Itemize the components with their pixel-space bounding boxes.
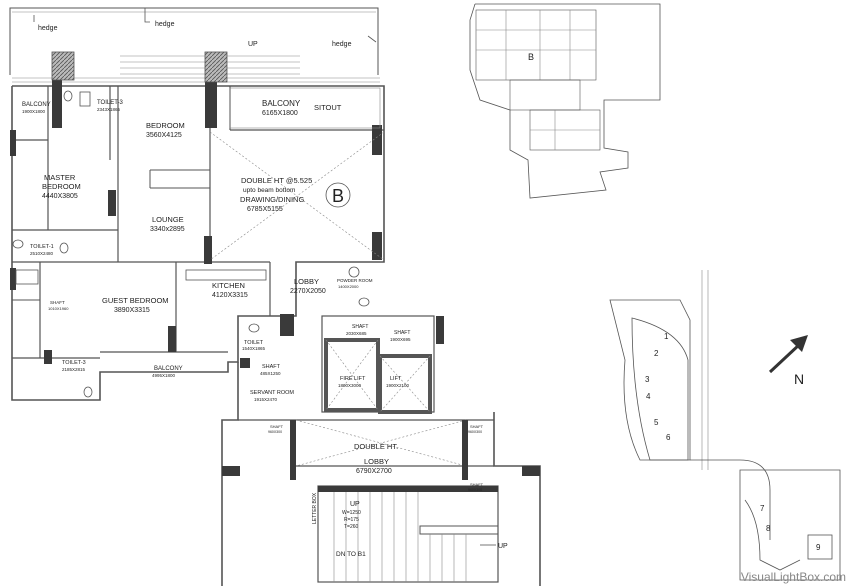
toilet3-bottom-dim: 2185X2815 (62, 367, 86, 372)
shaft-c-dim: 485X1250 (260, 371, 281, 376)
lobby-name: LOBBY (294, 277, 319, 286)
toilet1-name: TOILET-1 (30, 244, 54, 250)
shaft-c-name: SHAFT (262, 364, 281, 370)
letter-box-label: LETTER BOX (312, 492, 318, 524)
lift-dim: 1900X2100 (386, 383, 410, 388)
master-bedroom-name2: BEDROOM (42, 182, 81, 191)
balcony-top-name: BALCONY (262, 99, 301, 108)
double-ht-line3: DRAWING/DINING (240, 195, 304, 204)
key-plan-mark: B (528, 52, 534, 62)
site-num-5: 5 (654, 418, 659, 427)
servant-room-name: SERVANT ROOM (250, 390, 294, 396)
double-ht-lobby-line2: LOBBY (364, 457, 389, 466)
shaft-a-name: SHAFT (352, 324, 368, 330)
key-plan (469, 3, 661, 199)
site-plan (609, 270, 841, 581)
master-bedroom-dim: 4440X3805 (42, 193, 78, 200)
shaft-b-name: SHAFT (394, 330, 410, 336)
site-num-8: 8 (766, 524, 771, 533)
double-ht-line1: DOUBLE HT @5.525 (241, 176, 312, 185)
north-label: N (794, 371, 804, 387)
toilet3-bottom-name: TOILET-3 (62, 360, 86, 366)
bedroom-dim: 3560X4125 (146, 132, 182, 139)
balcony-bottom-name: BALCONY (154, 366, 183, 372)
unit-mark: B (332, 186, 344, 206)
shaft-small-left-name: SHAFT (270, 424, 284, 429)
double-ht-dim: 6785X5155 (247, 206, 283, 213)
site-num-7: 7 (760, 504, 765, 513)
stair (317, 485, 499, 583)
guest-bedroom-dim: 3890X3315 (114, 307, 150, 314)
balcony-top-dim: 6165X1800 (262, 110, 298, 117)
stair-t: T=260 (344, 524, 359, 530)
powder-room-name: POWDER ROOM (337, 278, 373, 283)
shaft-left-name: SHAFT (50, 300, 65, 305)
site-num-2: 2 (654, 349, 659, 358)
site-num-4: 4 (646, 392, 651, 401)
shaft-b-dim: 1900X695 (390, 337, 411, 342)
master-bedroom-name1: MASTER (44, 173, 76, 182)
toilet-small-dim: 1540X1865 (242, 346, 266, 351)
hedge-label-1: hedge (38, 25, 58, 32)
lounge-name: LOUNGE (152, 215, 184, 224)
sitout-name: SITOUT (314, 103, 342, 112)
watermark: VisualLightBox.com (740, 570, 846, 584)
core-block (321, 315, 435, 414)
toilet-small-name: TOILET (244, 340, 264, 346)
hedge-label-3: hedge (332, 41, 352, 48)
powder-room-dim: 1400X2000 (338, 284, 359, 289)
site-num-3: 3 (645, 375, 650, 384)
shaft-left-dim: 1010X1960 (48, 306, 69, 311)
balcony-left-name: BALCONY (22, 102, 51, 108)
double-ht-line2: upto beam bottom (243, 187, 295, 194)
shaft-small-left-dim: 960X300 (268, 430, 282, 434)
stair-up2: UP (498, 543, 508, 550)
toilet3-top-name: TOILET-3 (97, 100, 124, 106)
guest-bedroom-name: GUEST BEDROOM (102, 296, 169, 305)
toilet3-top-dim: 2343X1865 (97, 107, 121, 112)
fixtures (12, 90, 370, 398)
up-label-top: UP (248, 41, 258, 48)
lower-lobby (221, 316, 541, 586)
stair-w: W=1250 (342, 510, 361, 516)
hedge-label-2: hedge (155, 21, 175, 28)
shaft-a-dim: 2030X685 (346, 331, 367, 336)
balcony-bottom-dim: 4995X1800 (152, 373, 176, 378)
site-num-1: 1 (664, 332, 669, 341)
servant-room-dim: 1915X2470 (254, 397, 278, 402)
toilet1-dim: 2510X2480 (30, 251, 54, 256)
lounge-dim: 3340x2895 (150, 226, 185, 233)
double-ht-lobby-dim: 6790X2700 (356, 468, 392, 475)
balcony-left-dim: 1900X1800 (22, 109, 46, 114)
site-num-9: 9 (816, 543, 821, 552)
columns (10, 51, 382, 368)
lobby-dim: 2270X2050 (290, 288, 326, 295)
kitchen-dim: 4120X3315 (212, 292, 248, 299)
shaft-small-right-name: SHAFT (470, 424, 484, 429)
stair-dn: DN TO B1 (336, 551, 366, 558)
kitchen-name: KITCHEN (212, 281, 245, 290)
unit-outline (11, 85, 385, 401)
shaft-small-bottom-dim: 960X300 (468, 488, 482, 492)
site-num-6: 6 (666, 433, 671, 442)
fire-lift-name: FIRE LIFT (340, 376, 366, 382)
double-ht-lobby-line1: DOUBLE HT. (354, 442, 398, 451)
shaft-small-bottom-name: SHAFT (470, 482, 484, 487)
double-height-marks (209, 87, 385, 261)
bedroom-name: BEDROOM (146, 121, 185, 130)
lift-name: LIFT (390, 376, 402, 382)
fire-lift-dim: 1800X3000 (338, 383, 362, 388)
shaft-small-right-dim: 960X300 (468, 430, 482, 434)
stair-r: R=175 (344, 517, 359, 523)
stair-up: UP (350, 501, 360, 508)
unit-mark-circle (325, 182, 351, 208)
